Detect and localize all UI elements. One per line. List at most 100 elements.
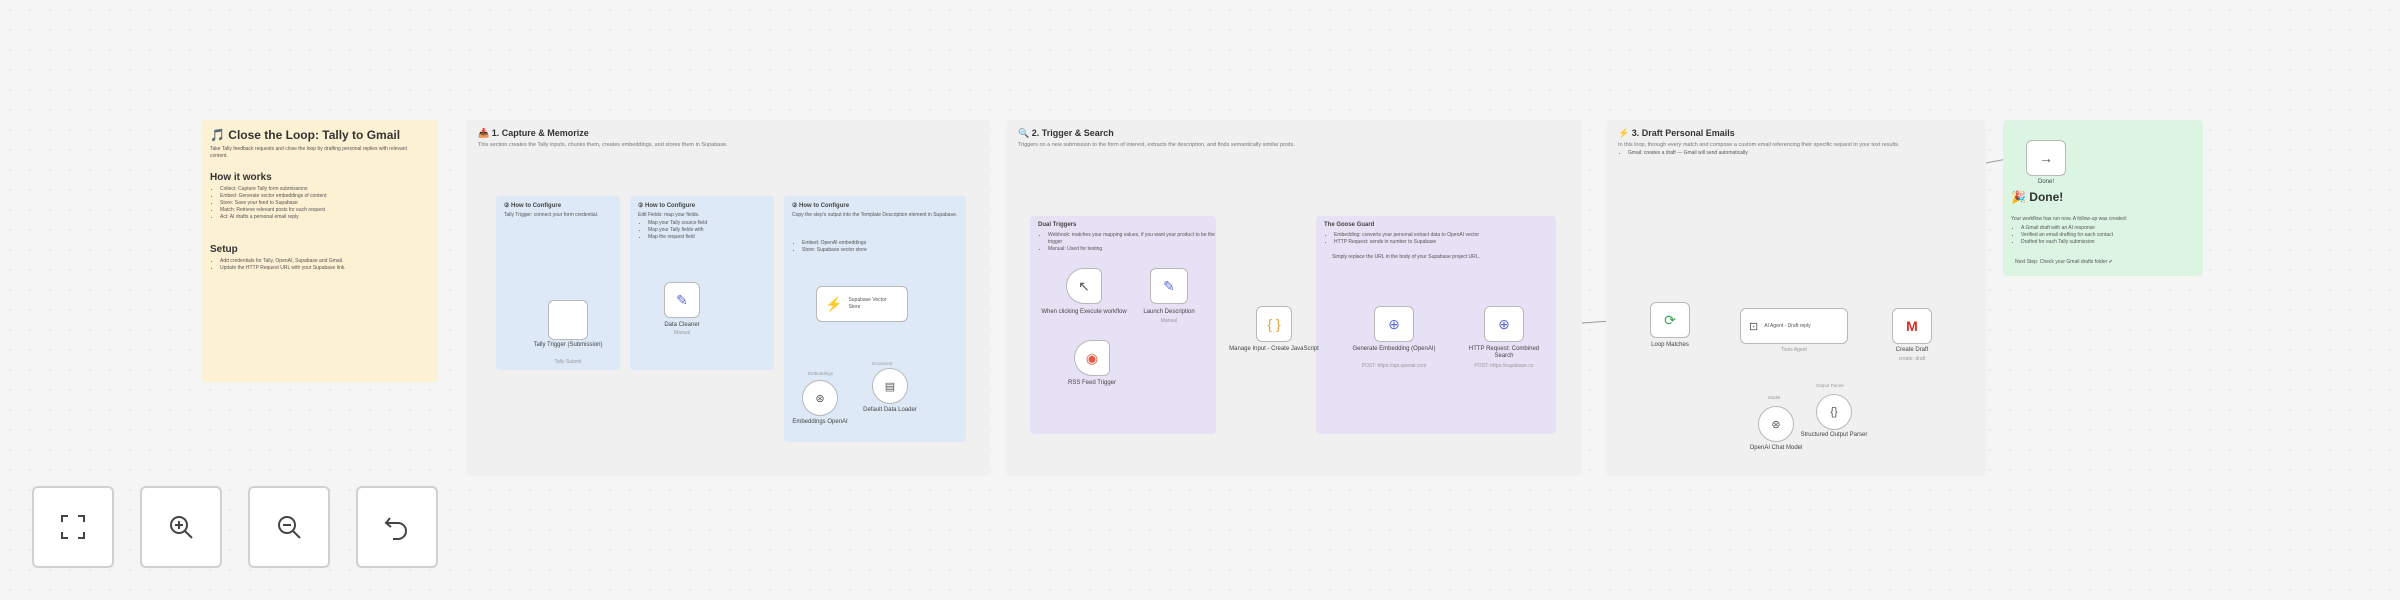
loop-matches-node[interactable]: ⟳ bbox=[1650, 302, 1690, 338]
parser-icon: {} bbox=[1830, 406, 1838, 418]
zoom-out-button[interactable] bbox=[248, 486, 330, 568]
gmail-node[interactable]: M bbox=[1892, 308, 1932, 344]
node-label: Launch Description bbox=[1143, 309, 1195, 315]
cursor-icon: ↖ bbox=[1078, 277, 1090, 294]
card-body: Tally Trigger: connect your form credent… bbox=[504, 212, 599, 218]
list-item: Embed: OpenAI embeddings bbox=[802, 240, 968, 247]
rss-trigger-node[interactable]: ◉ bbox=[1074, 340, 1110, 376]
node-label: Data Cleaner bbox=[664, 322, 700, 328]
generate-embedding-node[interactable]: ⊕ bbox=[1374, 306, 1414, 342]
code-icon: { } bbox=[1267, 316, 1281, 332]
launch-description-node[interactable]: ✎ bbox=[1150, 268, 1188, 304]
openai-icon: ⊛ bbox=[815, 392, 825, 405]
section-subtitle: In this loop, through every match and co… bbox=[1618, 142, 1900, 148]
vector-store-node[interactable]: ⚡ Supabase Vector Store bbox=[816, 286, 908, 322]
node-sublabel: Manual bbox=[673, 330, 691, 336]
list-item: Store: Save your feed to Supabase bbox=[220, 200, 435, 207]
list-item: Webhook: matches your mapping values, if… bbox=[1048, 232, 1218, 246]
list-item: Verified an email drafting for each cont… bbox=[2021, 232, 2207, 239]
list-item: HTTP Request: sends in number to Supabas… bbox=[1334, 239, 1558, 246]
pencil-icon: ✎ bbox=[676, 291, 688, 308]
document-icon: ▤ bbox=[884, 380, 896, 393]
port-label: Model bbox=[1768, 395, 1781, 400]
node-sublabel: Manual bbox=[1160, 318, 1178, 324]
overview-note: 🎵 Close the Loop: Tally to Gmail Take Ta… bbox=[202, 120, 438, 382]
section-subtitle: This section creates the Tally inputs, c… bbox=[478, 142, 728, 148]
ai-agent-node[interactable]: ⊡ AI Agent - Draft reply bbox=[1740, 308, 1848, 344]
node-label: Manage Input - Create JavaScript bbox=[1229, 346, 1319, 352]
done-footer: Next Step: Check your Gmail drafts folde… bbox=[2015, 259, 2113, 265]
section-title: 📥 1. Capture & Memorize bbox=[478, 128, 589, 138]
node-label: Embeddings OpenAI bbox=[792, 419, 848, 425]
merge-code-node[interactable]: { } bbox=[1256, 306, 1292, 342]
card-title: ② How to Configure bbox=[504, 203, 562, 209]
reset-zoom-button[interactable] bbox=[356, 486, 438, 568]
fit-view-button[interactable] bbox=[32, 486, 114, 568]
node-sublabel: POST: https://supabase.co bbox=[1474, 363, 1534, 369]
webhook-trigger-node[interactable]: ↖ bbox=[1066, 268, 1102, 304]
section-subtitle: Triggers on a new submission to the form… bbox=[1018, 142, 1295, 148]
config-card: ② How to Configure Edit Fields: map your… bbox=[630, 196, 774, 370]
list-item: Embedding: converts your personal extrac… bbox=[1334, 232, 1558, 239]
globe-icon: ⊕ bbox=[1498, 315, 1510, 332]
node-label: HTTP Request: Combined Search bbox=[1468, 346, 1540, 359]
how-heading: How it works bbox=[210, 172, 272, 183]
card-body: Copy the step's output into the Template… bbox=[792, 212, 958, 218]
node-label: OpenAI Chat Model bbox=[1749, 445, 1803, 451]
node-sublabel: POST: https://api.openai.com bbox=[1361, 363, 1427, 369]
done-title: 🎉 Done! bbox=[2011, 190, 2064, 204]
card-list: Webhook: matches your mapping values, if… bbox=[1038, 232, 1218, 253]
dual-triggers-card: Dual Triggers Webhook: matches your mapp… bbox=[1030, 216, 1216, 434]
port-label: Output Parser bbox=[1816, 383, 1845, 388]
gmail-icon: M bbox=[1906, 318, 1918, 334]
section-list: Gmail: creates a draft — Gmail will send… bbox=[1618, 150, 1968, 157]
node-label: Done! bbox=[2037, 179, 2054, 185]
supabase-icon: ⚡ bbox=[825, 295, 843, 312]
card-title: Dual Triggers bbox=[1038, 222, 1077, 228]
done-node[interactable]: → bbox=[2026, 140, 2066, 176]
node-label: Loop Matches bbox=[1651, 342, 1689, 348]
globe-icon: ⊕ bbox=[1388, 315, 1400, 332]
how-list: Collect: Capture Tally form submissions … bbox=[210, 186, 435, 221]
node-label: Structured Output Parser bbox=[1800, 432, 1868, 438]
section-draft: ⚡ 3. Draft Personal Emails In this loop,… bbox=[1606, 120, 1986, 476]
zoom-out-icon bbox=[278, 516, 301, 539]
openai-icon: ⊛ bbox=[1771, 418, 1781, 431]
overview-intro: Take Tally feedback requests and close t… bbox=[210, 146, 407, 159]
done-body: Your workflow has run now. A follow-up w… bbox=[2011, 216, 2127, 222]
list-item: Store: Supabase vector store bbox=[802, 247, 968, 254]
card-title: ② How to Configure bbox=[638, 203, 696, 209]
rss-icon: ◉ bbox=[1085, 349, 1099, 366]
card-list: Embed: OpenAI embeddings Store: Supabase… bbox=[792, 240, 968, 254]
arrow-right-icon: → bbox=[2039, 150, 2053, 166]
overview-title: 🎵 Close the Loop: Tally to Gmail bbox=[210, 128, 401, 142]
setup-list: Add credentials for Tally, OpenAI, Supab… bbox=[210, 258, 435, 272]
zoom-in-button[interactable] bbox=[140, 486, 222, 568]
robot-icon: ⊡ bbox=[1749, 320, 1759, 333]
list-item: Match: Retrieve relevant posts for each … bbox=[220, 207, 435, 214]
port-label: Document bbox=[872, 361, 893, 366]
undo-icon bbox=[384, 517, 407, 540]
card-list: Map your Tally source field Map your Tal… bbox=[638, 220, 776, 241]
list-item: A Gmail draft with an AI response bbox=[2021, 225, 2207, 232]
fit-view-icon bbox=[61, 515, 85, 539]
card-body: Edit Fields: map your fields. bbox=[638, 212, 700, 218]
output-parser-node[interactable]: {} bbox=[1816, 394, 1852, 430]
http-request-node[interactable]: ⊕ bbox=[1484, 306, 1524, 342]
loop-icon: ⟳ bbox=[1664, 311, 1676, 328]
node-label: AI Agent - Draft reply bbox=[1764, 322, 1811, 329]
tally-trigger-node[interactable] bbox=[548, 300, 588, 340]
chat-model-node[interactable]: ⊛ bbox=[1758, 406, 1794, 442]
list-item: Manual: Used for testing bbox=[1048, 246, 1218, 253]
card-title: The Goose Guard bbox=[1324, 222, 1375, 228]
embeddings-node[interactable]: ⊛ bbox=[802, 380, 838, 416]
node-label: RSS Feed Trigger bbox=[1067, 380, 1117, 386]
list-item: Embed: Generate vector embeddings of con… bbox=[220, 193, 435, 200]
done-list: A Gmail draft with an AI response Verifi… bbox=[2011, 225, 2207, 246]
list-item: Gmail: creates a draft — Gmail will send… bbox=[1628, 150, 1968, 157]
node-label: Default Data Loader bbox=[863, 407, 917, 413]
node-sublabel: Tally Submit bbox=[554, 359, 582, 365]
data-loader-node[interactable]: ▤ bbox=[872, 368, 908, 404]
list-item: Drafted for each Tally submission bbox=[2021, 239, 2207, 246]
edit-fields-node[interactable]: ✎ bbox=[664, 282, 700, 318]
